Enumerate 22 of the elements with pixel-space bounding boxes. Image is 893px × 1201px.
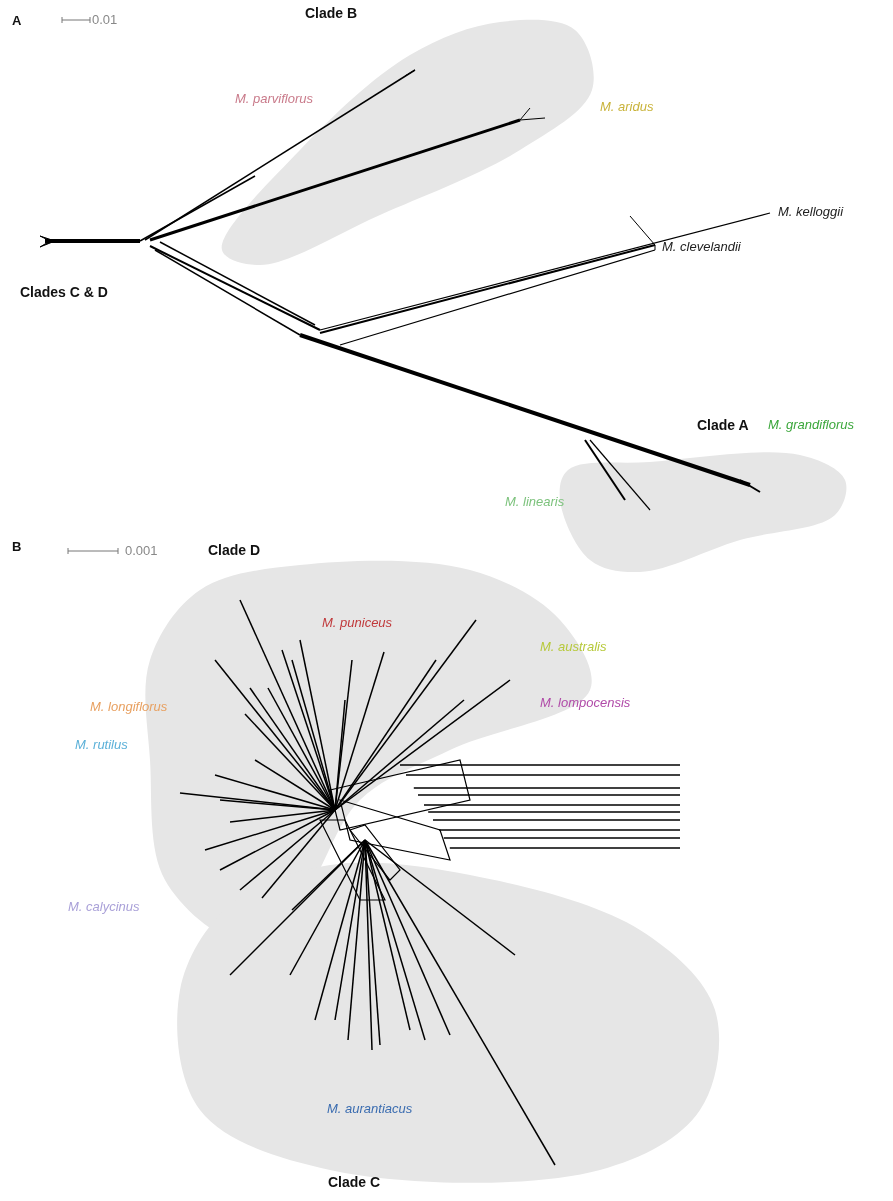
clade-label: Clade C xyxy=(328,1175,381,1189)
species-label: M. grandiflorus xyxy=(768,418,854,431)
species-label: M. lompocensis xyxy=(540,696,631,709)
species-label: M. puniceus xyxy=(322,616,393,629)
panel-letter: B xyxy=(12,540,22,553)
species-label: M. parviflorus xyxy=(235,92,314,105)
species-label: M. australis xyxy=(540,640,607,653)
clade-label: Clade A xyxy=(697,418,749,432)
species-label: M. aurantiacus xyxy=(327,1102,413,1115)
species-label: M. linearis xyxy=(505,495,565,508)
species-label: M. kelloggii xyxy=(778,205,844,218)
species-label: M. longiflorus xyxy=(90,700,168,713)
scale-label: 0.001 xyxy=(125,544,158,557)
species-label: M. aridus xyxy=(600,100,654,113)
clade-label: Clade B xyxy=(305,6,358,20)
species-label: M. calycinus xyxy=(68,900,140,913)
species-label: M. rutilus xyxy=(75,738,128,751)
panel-letter: A xyxy=(12,14,22,27)
scale-label: 0.01 xyxy=(92,13,118,26)
clade-label: Clades C & D xyxy=(20,285,108,299)
species-label: M. clevelandii xyxy=(662,240,741,253)
clade-label: Clade D xyxy=(208,543,261,557)
